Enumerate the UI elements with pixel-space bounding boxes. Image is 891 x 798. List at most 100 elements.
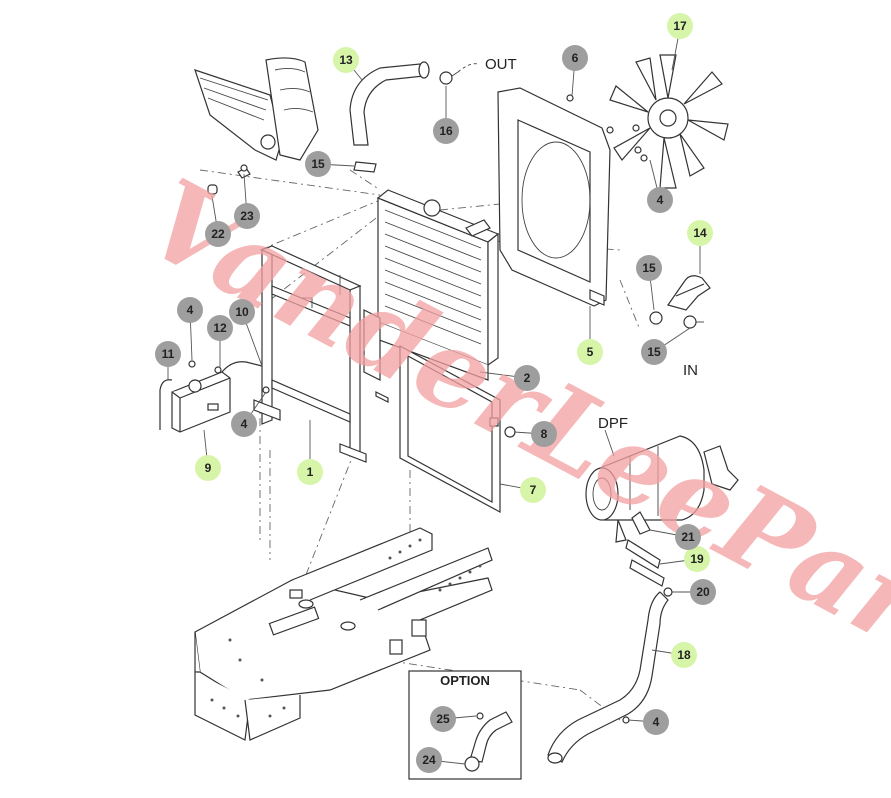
callout-4[interactable]: 4 [177, 297, 203, 323]
callout-15[interactable]: 15 [636, 255, 662, 281]
callout-15[interactable]: 15 [305, 151, 331, 177]
callout-bubble[interactable] [195, 455, 221, 481]
callout-bubble[interactable] [430, 706, 456, 732]
callout-bubble[interactable] [229, 299, 255, 325]
callout-number: 15 [642, 261, 656, 275]
callout-bubble[interactable] [231, 411, 257, 437]
upper-hose [349, 61, 479, 173]
callout-number: 4 [657, 193, 664, 207]
callout-bubble[interactable] [433, 118, 459, 144]
callout-bubble[interactable] [514, 365, 540, 391]
callout-bubble[interactable] [636, 255, 662, 281]
callout-number: 16 [439, 124, 453, 138]
callout-bubble[interactable] [577, 339, 603, 365]
callout-number: 13 [339, 53, 353, 67]
callout-bubble[interactable] [520, 477, 546, 503]
callout-number: 20 [696, 585, 710, 599]
reservoir-tank [159, 360, 270, 433]
callout-bubble[interactable] [641, 339, 667, 365]
callout-number: 22 [211, 227, 225, 241]
outlet-label: OUT [485, 56, 517, 73]
callout-bubble[interactable] [562, 45, 588, 71]
callout-number: 8 [541, 427, 548, 441]
radiator [373, 189, 500, 381]
callout-number: 12 [213, 321, 227, 335]
callout-21[interactable]: 21 [675, 524, 701, 550]
callout-bubble[interactable] [297, 459, 323, 485]
callout-6[interactable]: 6 [562, 45, 588, 71]
callout-5[interactable]: 5 [577, 339, 603, 365]
callout-number: 1 [307, 465, 314, 479]
sensor-plug-parts [207, 164, 251, 195]
callout-number: 7 [530, 483, 537, 497]
callout-bubble[interactable] [207, 315, 233, 341]
radiator-frame [253, 245, 381, 463]
callout-number: 4 [653, 715, 660, 729]
callout-23[interactable]: 23 [234, 203, 260, 229]
callout-number: 17 [673, 19, 687, 33]
callout-2[interactable]: 2 [514, 365, 540, 391]
dpf-label: DPF [598, 415, 628, 432]
callout-number: 4 [241, 417, 248, 431]
callout-18[interactable]: 18 [671, 642, 697, 668]
callout-bubble[interactable] [234, 203, 260, 229]
callout-9[interactable]: 9 [195, 455, 221, 481]
callout-number: 9 [205, 461, 212, 475]
callout-16[interactable]: 16 [433, 118, 459, 144]
callout-bubble[interactable] [684, 546, 710, 572]
callout-4[interactable]: 4 [643, 709, 669, 735]
callout-number: 21 [681, 530, 695, 544]
callout-bubble[interactable] [667, 13, 693, 39]
callout-bubble[interactable] [675, 524, 701, 550]
callout-number: 24 [422, 753, 436, 767]
callout-bubble[interactable] [531, 421, 557, 447]
callout-bubble[interactable] [155, 341, 181, 367]
lower-hose [649, 275, 711, 329]
fan-shroud [497, 87, 614, 307]
engine-base-plate [194, 527, 493, 741]
callout-25[interactable]: 25 [430, 706, 456, 732]
callout-10[interactable]: 10 [229, 299, 255, 325]
callout-bubble[interactable] [643, 709, 669, 735]
callout-24[interactable]: 24 [416, 747, 442, 773]
callout-14[interactable]: 14 [687, 220, 713, 246]
upper-shroud [194, 57, 319, 161]
callout-11[interactable]: 11 [155, 341, 181, 367]
callout-bubble[interactable] [333, 47, 359, 73]
callout-bubble[interactable] [177, 297, 203, 323]
callout-number: 5 [587, 345, 594, 359]
callout-17[interactable]: 17 [667, 13, 693, 39]
callout-bubble[interactable] [647, 187, 673, 213]
exhaust-pipe [547, 539, 673, 764]
callout-number: 25 [436, 712, 450, 726]
seal-frame [375, 344, 516, 514]
option-label: OPTION [440, 673, 490, 688]
callout-1[interactable]: 1 [297, 459, 323, 485]
callout-number: 18 [677, 648, 691, 662]
callout-bubble[interactable] [305, 151, 331, 177]
callout-number: 15 [647, 345, 661, 359]
callout-number: 6 [572, 51, 579, 65]
callout-19[interactable]: 19 [684, 546, 710, 572]
callout-bubble[interactable] [416, 747, 442, 773]
callout-bubble[interactable] [205, 221, 231, 247]
callout-number: 14 [693, 226, 707, 240]
callout-7[interactable]: 7 [520, 477, 546, 503]
callout-22[interactable]: 22 [205, 221, 231, 247]
callout-15[interactable]: 15 [641, 339, 667, 365]
callout-8[interactable]: 8 [531, 421, 557, 447]
callout-number: 19 [690, 552, 704, 566]
callout-4[interactable]: 4 [231, 411, 257, 437]
callout-12[interactable]: 12 [207, 315, 233, 341]
callout-number: 4 [187, 303, 194, 317]
callout-number: 15 [311, 157, 325, 171]
callout-number: 23 [240, 209, 254, 223]
callout-20[interactable]: 20 [690, 579, 716, 605]
callout-13[interactable]: 13 [333, 47, 359, 73]
callout-4[interactable]: 4 [647, 187, 673, 213]
callout-bubble[interactable] [687, 220, 713, 246]
callout-bubble[interactable] [690, 579, 716, 605]
callout-number: 11 [162, 347, 175, 361]
callout-bubble[interactable] [671, 642, 697, 668]
